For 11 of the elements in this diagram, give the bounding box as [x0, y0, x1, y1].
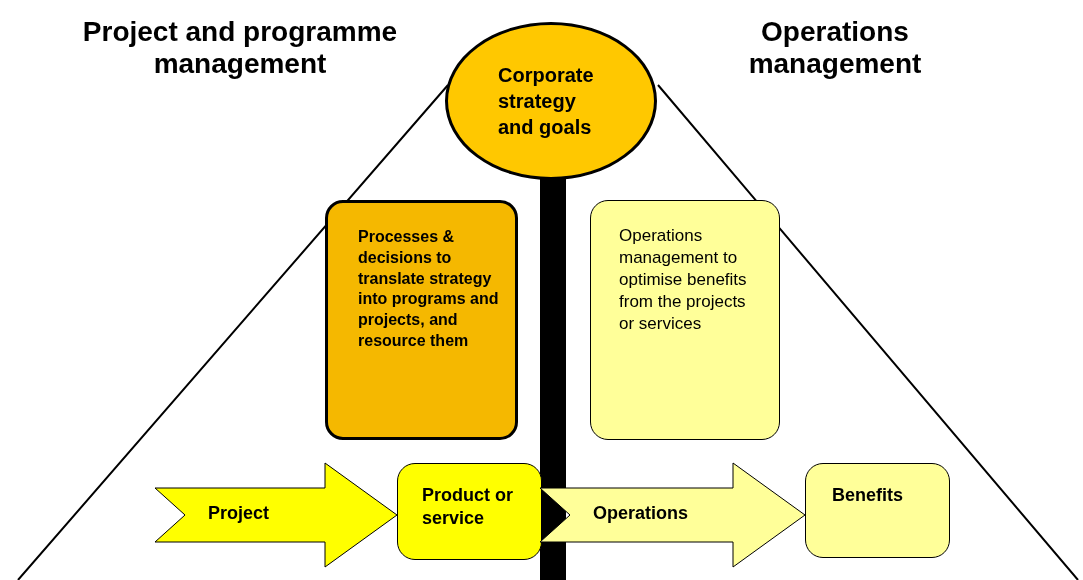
block-arrow [154, 462, 398, 568]
operations-box: Operations management to optimise benefits from the projects or services [590, 200, 780, 440]
block-arrow [539, 462, 806, 568]
section-heading: Project and programme management [81, 16, 399, 80]
product-box: Product or service [397, 463, 542, 560]
edge-label: Operations [593, 503, 689, 524]
benefits-box: Benefits [805, 463, 950, 558]
process-box: Processes & decisions to translate strategy into programs and projects, and resource them [325, 200, 518, 440]
edge-label: Project [208, 503, 270, 524]
section-heading: Operations management [747, 16, 923, 80]
strategy-ellipse: Corporate strategy and goals [445, 22, 657, 180]
